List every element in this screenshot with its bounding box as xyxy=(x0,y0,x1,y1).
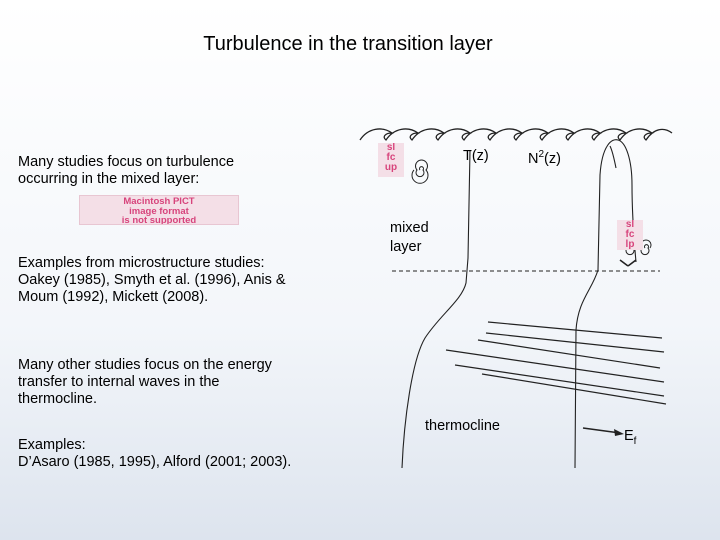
n2-profile-label: N2(z) xyxy=(528,145,561,169)
mixed-layer-intro-text: Many studies focus on turbulence occurri… xyxy=(18,154,235,187)
eddy-spirals xyxy=(411,159,652,256)
internal-waves-intro-text: Many other studies focus on the energy t… xyxy=(18,357,272,407)
thermocline-label: thermocline xyxy=(425,418,500,434)
energy-flux-label: Ef xyxy=(624,427,636,451)
mixed-layer-label: mixed layer xyxy=(390,220,429,255)
energy-flux-arrowhead-icon xyxy=(614,429,624,436)
unsupported-image-chip-top: sl fc up xyxy=(378,143,404,177)
eddy-spiral-right-b xyxy=(640,239,652,256)
internal-wave-lines xyxy=(445,321,667,405)
slide-title: Turbulence in the transition layer xyxy=(203,33,493,55)
n2-profile-curve xyxy=(574,139,637,469)
n2-label-tail: (z) xyxy=(544,150,561,167)
microstructure-examples-text: Examples from microstructure studies: Oa… xyxy=(18,255,286,305)
temperature-profile-label: T(z) xyxy=(463,148,489,164)
n2-label-base: N xyxy=(528,150,539,167)
energy-flux-arrow xyxy=(582,427,621,434)
entrainment-arrow-icon xyxy=(619,259,637,267)
flux-label-sub: f xyxy=(633,435,637,447)
flux-label-base: E xyxy=(624,428,634,444)
n2-profile-inner xyxy=(609,145,617,169)
internal-waves-examples-text: Examples: D’Asaro (1985, 1995), Alford (… xyxy=(18,437,292,470)
surface-waves xyxy=(359,128,673,141)
eddy-spiral-top xyxy=(411,159,429,184)
unsupported-image-chip-right: sl fc lp xyxy=(617,220,643,250)
unsupported-image-placeholder: Macintosh PICT image format is not suppo… xyxy=(79,195,239,225)
n2-label-sup: 2 xyxy=(538,149,545,160)
temperature-profile-curve xyxy=(401,149,471,469)
